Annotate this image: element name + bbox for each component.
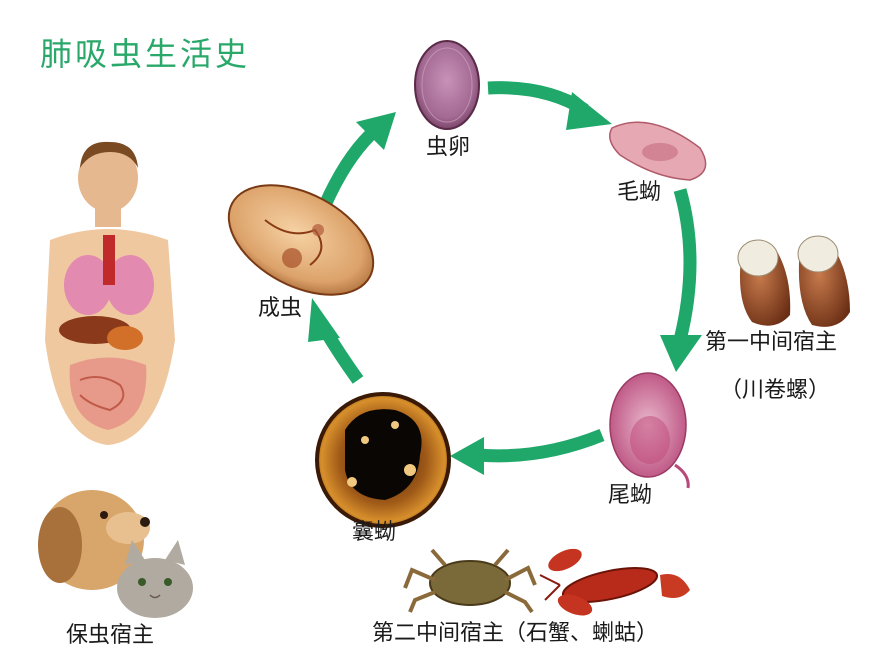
label-reservoir-host: 保虫宿主 [66, 623, 155, 648]
label-adult: 成虫 [258, 296, 303, 321]
arrowhead-4 [308, 298, 340, 342]
label-egg: 虫卵 [426, 135, 471, 160]
cat-icon [117, 540, 193, 618]
label-first-intermediate-host: 第一中间宿主 [705, 330, 838, 355]
human-anatomy-icon [45, 141, 175, 445]
adult-worm-icon [227, 184, 375, 296]
arrow-cercaria-to-metacercaria [477, 428, 605, 463]
label-cercaria: 尾蚴 [608, 483, 653, 508]
egg-icon [414, 40, 480, 130]
diagram-title: 肺吸虫生活史 [40, 35, 251, 73]
label-miracidium: 毛蚴 [617, 180, 662, 205]
label-metacercaria: 囊蚴 [352, 520, 397, 545]
dog-icon [38, 490, 150, 590]
label-first-intermediate-host-note: （川卷螺） [720, 378, 831, 403]
crab-icon [403, 548, 537, 614]
arrow-heads [308, 92, 702, 475]
cercaria-icon [609, 372, 690, 489]
snail-icon [737, 235, 850, 327]
arrow-adult-to-egg [319, 130, 375, 208]
arrowhead-5 [356, 112, 396, 150]
arrowhead-2 [660, 335, 702, 372]
crayfish-icon [539, 548, 690, 616]
miracidium-icon [609, 121, 707, 181]
arrowhead-1 [566, 92, 612, 130]
label-second-intermediate-host: 第二中间宿主（石蟹、蝲蛄） [372, 621, 659, 646]
arrow-miracidium-to-cercaria [673, 188, 697, 342]
arrowhead-3 [450, 437, 484, 475]
metacercaria-icon [315, 392, 451, 528]
